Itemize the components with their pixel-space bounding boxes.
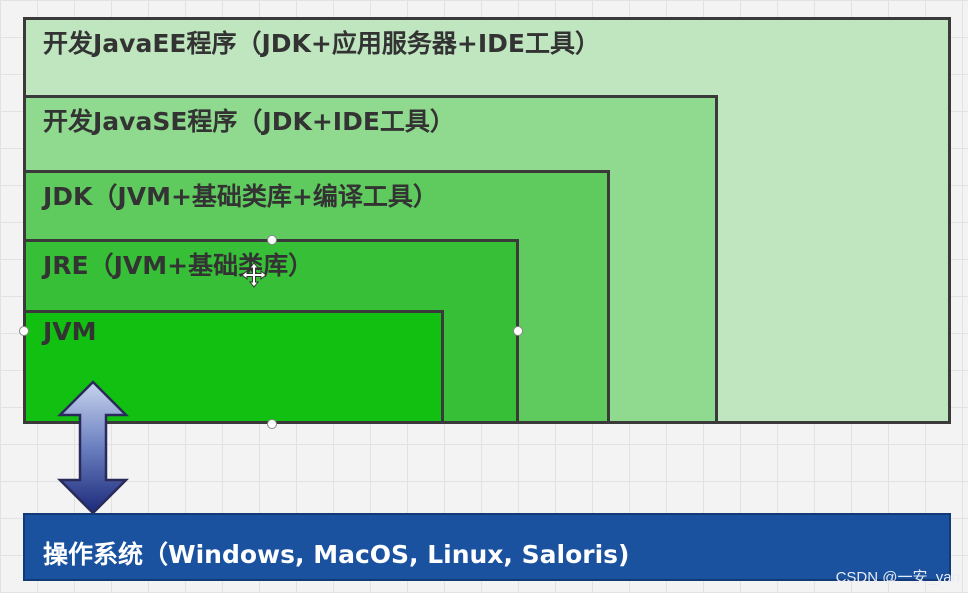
selection-handle-left[interactable] — [19, 326, 29, 336]
layer-javaee-label: 开发JavaEE程序（JDK+应用服务器+IDE工具） — [43, 29, 600, 58]
os-bar[interactable]: 操作系统（Windows, MacOS, Linux, Saloris) — [23, 513, 951, 581]
layer-javase-label: 开发JavaSE程序（JDK+IDE工具） — [43, 107, 455, 136]
selection-handle-bottom[interactable] — [267, 419, 277, 429]
selection-handle-top[interactable] — [267, 235, 277, 245]
layer-jdk-label: JDK（JVM+基础类库+编译工具） — [43, 182, 438, 211]
layer-jre-label: JRE（JVM+基础类库） — [43, 251, 314, 280]
move-cursor-icon — [241, 262, 267, 288]
watermark: CSDN @一安_yan — [835, 569, 960, 586]
os-label: 操作系统（Windows, MacOS, Linux, Saloris) — [43, 540, 630, 569]
layer-jvm-label: JVM — [43, 317, 97, 346]
double-arrow-icon — [56, 380, 130, 515]
selection-handle-right[interactable] — [513, 326, 523, 336]
